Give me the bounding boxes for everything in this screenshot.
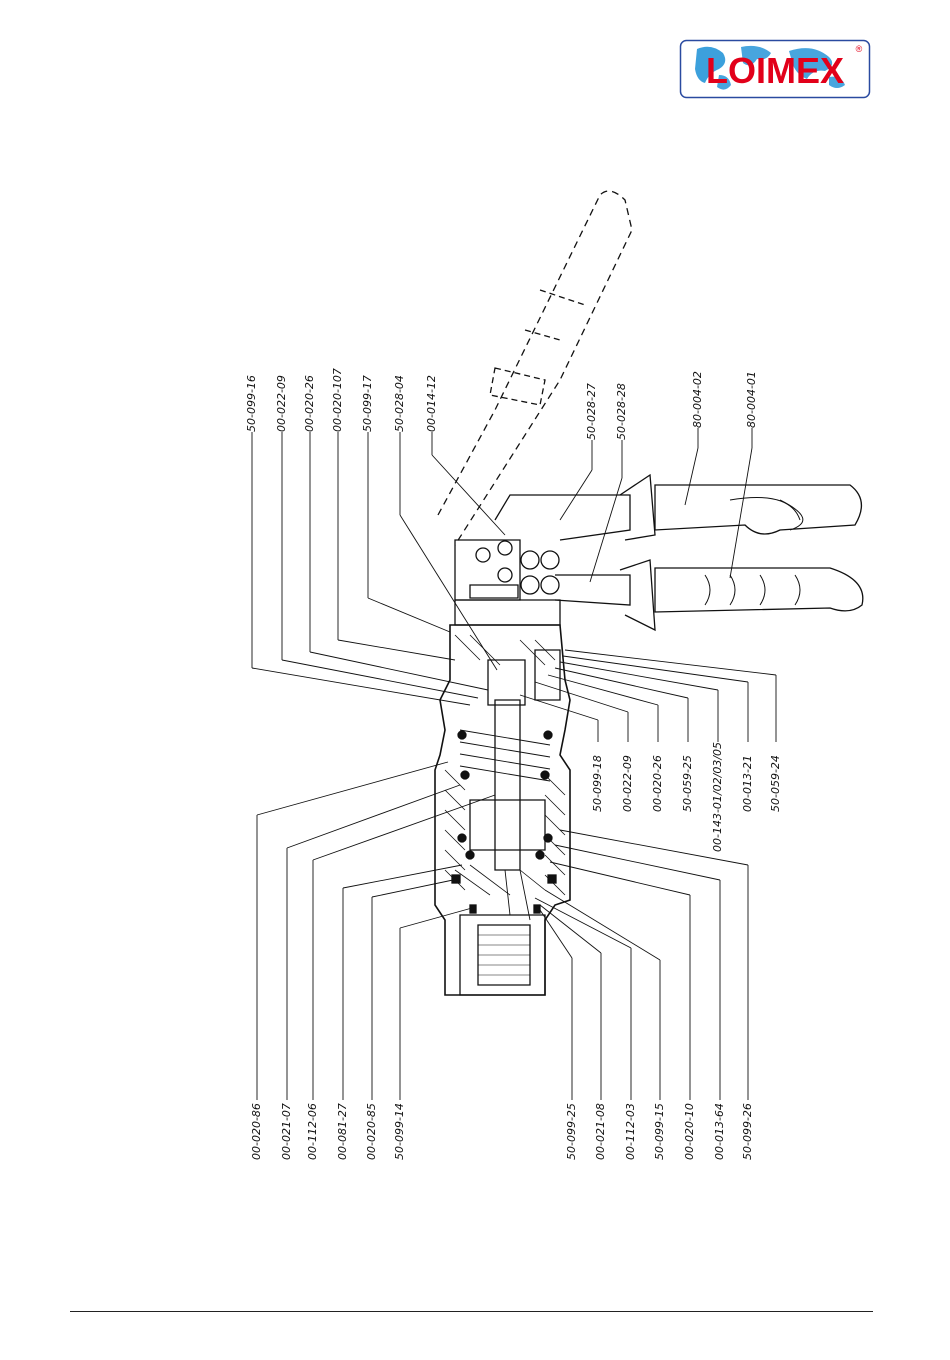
- loimex-logo: LOIMEX ®: [679, 39, 871, 99]
- part-label: 00-021-08: [594, 1103, 607, 1160]
- part-label: 50-028-28: [615, 383, 628, 440]
- dashed-handle-outline: [437, 190, 633, 546]
- part-label: 00-112-06: [306, 1103, 319, 1160]
- part-label: 50-099-26: [741, 1103, 754, 1160]
- part-label: 00-020-85: [365, 1103, 378, 1160]
- part-label: 00-020-26: [651, 755, 664, 812]
- part-label: 00-020-86: [250, 1103, 263, 1160]
- cylinder-outline: [434, 624, 571, 996]
- upper-grip: [654, 484, 862, 535]
- part-label: 00-112-03: [624, 1103, 637, 1160]
- part-label: 50-099-15: [653, 1103, 666, 1160]
- tool-body: [434, 190, 864, 996]
- logo-text: LOIMEX: [706, 50, 844, 91]
- part-label: 00-014-12: [425, 375, 438, 432]
- part-label: 00-013-64: [713, 1103, 726, 1160]
- part-label: 00-020-107: [331, 368, 344, 432]
- lower-grip: [654, 567, 864, 613]
- registered-mark: ®: [856, 44, 863, 54]
- part-label: 50-028-04: [393, 375, 406, 432]
- part-label: 00-022-09: [275, 375, 288, 432]
- part-label: 50-099-18: [591, 755, 604, 812]
- part-label: 80-004-02: [691, 371, 704, 428]
- part-label: 00-020-10: [683, 1103, 696, 1160]
- part-label: 00-022-09: [621, 755, 634, 812]
- part-label: 00-081-27: [336, 1103, 349, 1160]
- part-label: 50-059-24: [769, 755, 782, 812]
- part-label: 50-028-27: [585, 383, 598, 440]
- leader-lines: [251, 428, 777, 1100]
- part-label: 00-013-21: [741, 755, 754, 812]
- part-label: 50-099-16: [245, 375, 258, 432]
- part-label: 00-020-26: [303, 375, 316, 432]
- part-label: 50-099-14: [393, 1103, 406, 1160]
- footer-rule: [70, 1311, 873, 1312]
- part-label: 00-021-07: [280, 1103, 293, 1160]
- logo-graphic: LOIMEX ®: [679, 39, 871, 99]
- part-label: 50-059-25: [681, 755, 694, 812]
- part-label: 80-004-01: [745, 371, 758, 428]
- part-label: 00-143-01/02/03/05: [711, 741, 724, 852]
- part-label: 50-099-17: [361, 375, 374, 432]
- part-label: 50-099-25: [565, 1103, 578, 1160]
